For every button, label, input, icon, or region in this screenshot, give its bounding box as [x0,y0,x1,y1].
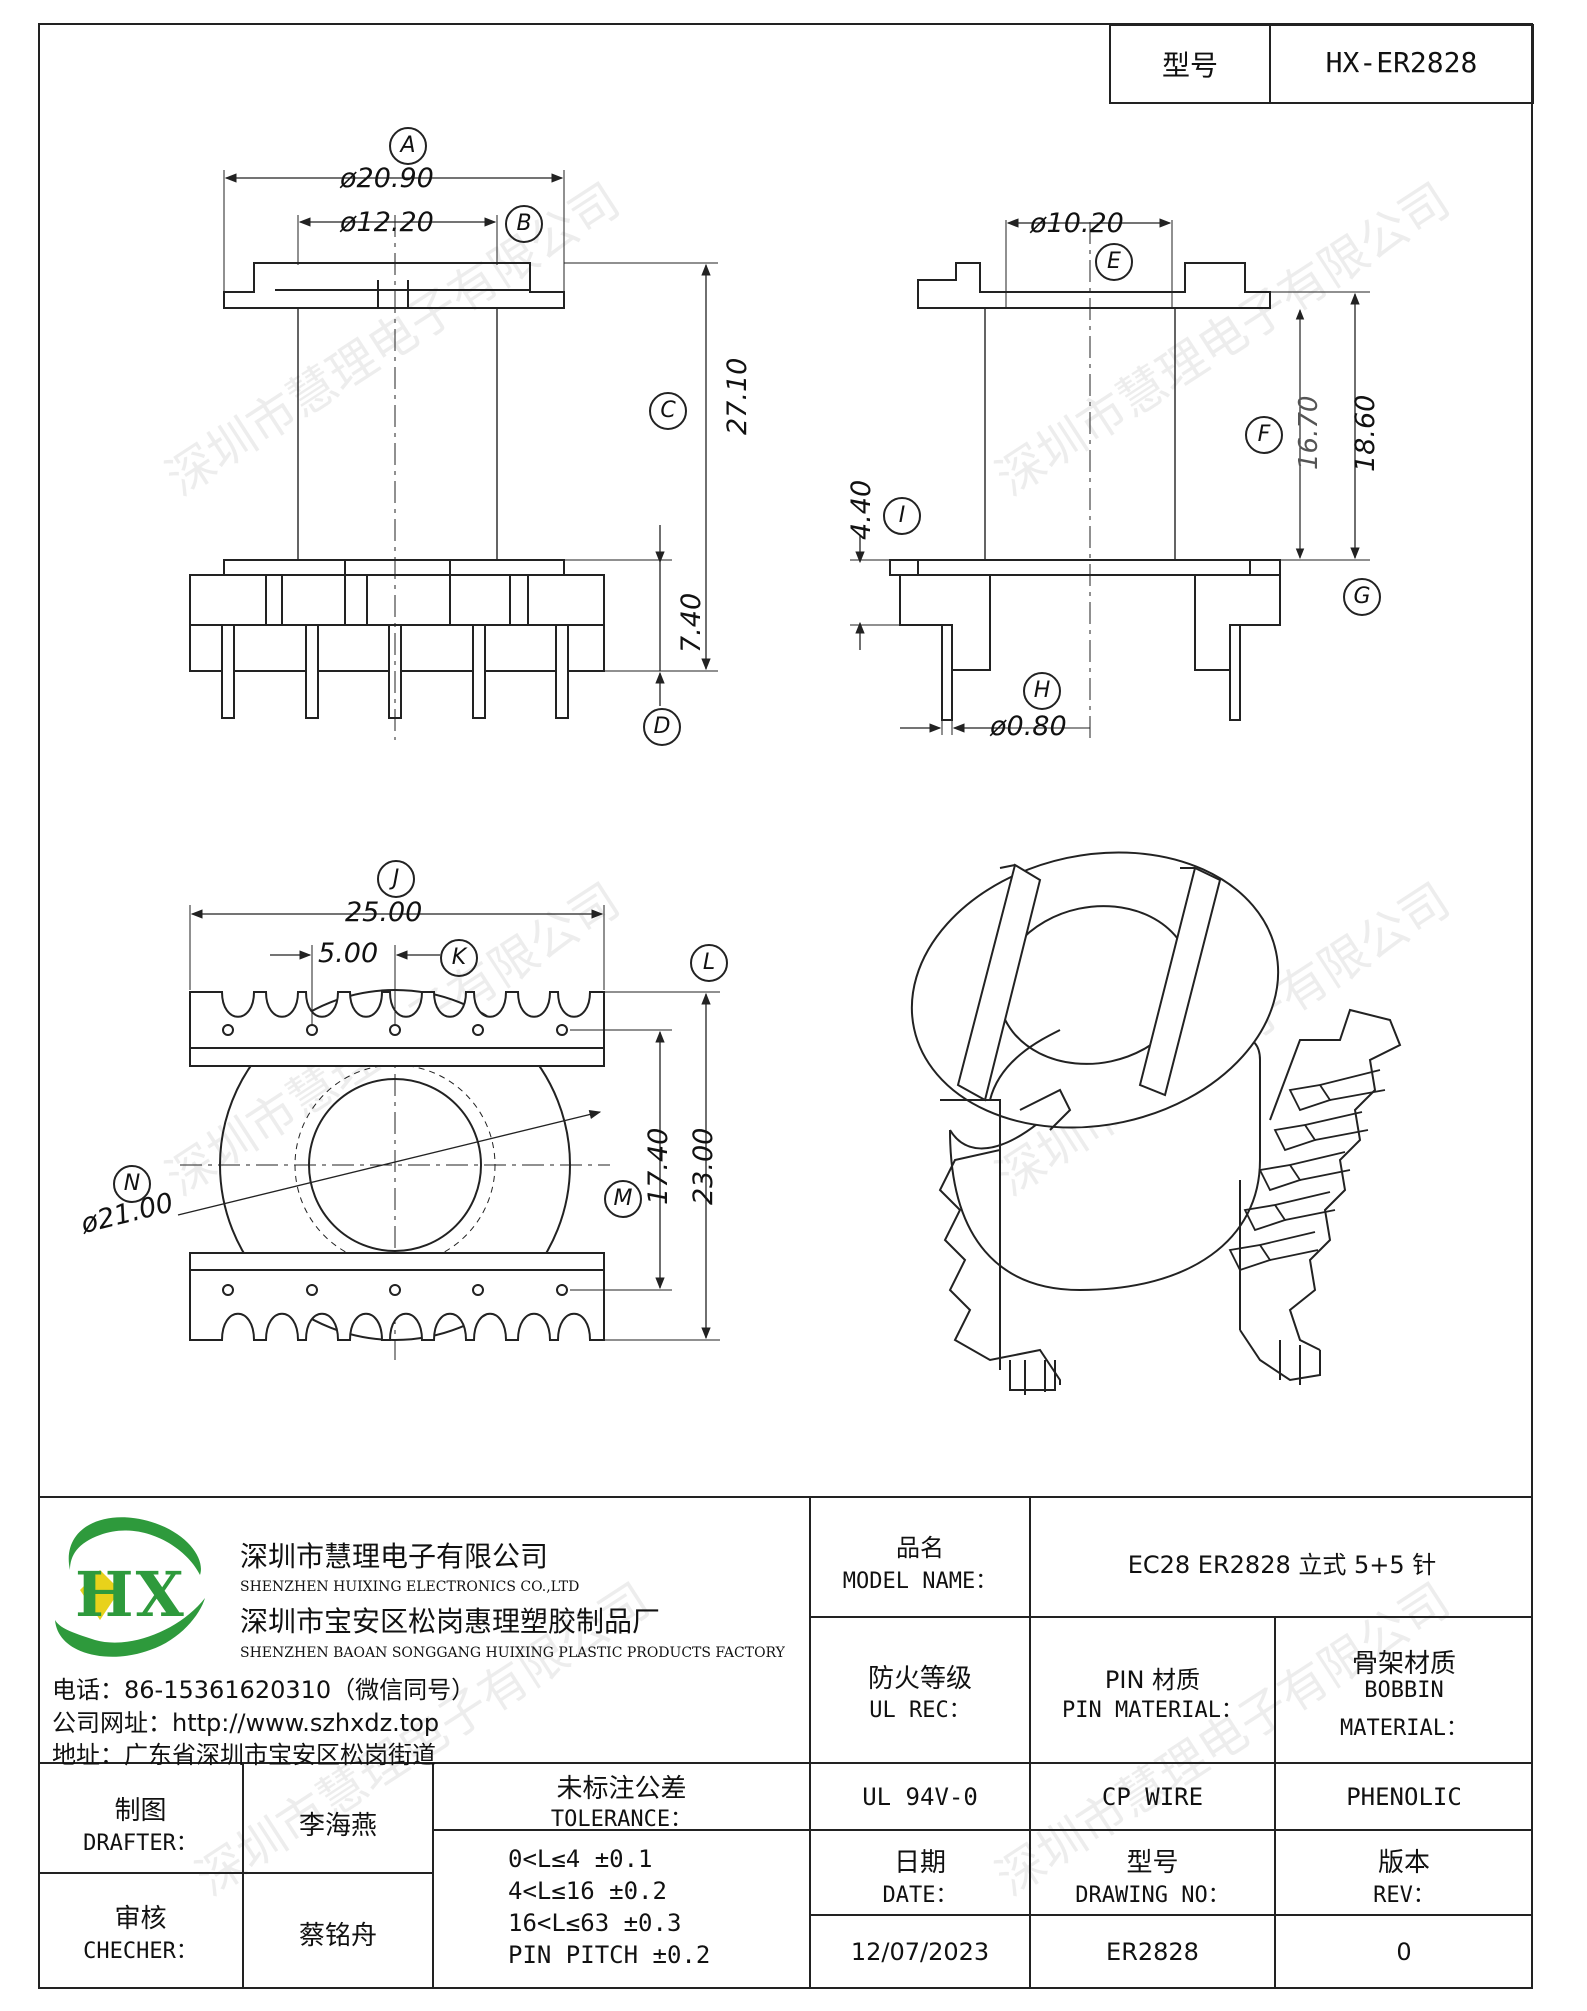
pin-value: CP WIRE [1101,1783,1204,1811]
dim-i-label: 4.40 [846,479,877,540]
bobbin-label-en-1: BOBBIN [1364,1678,1444,1703]
company-name-cn: 深圳市慧理电子有限公司 [240,1540,549,1573]
bottom-view [177,905,720,1360]
title-block-grid [38,1496,1533,1989]
factory-name-cn: 深圳市宝安区松岗惠理塑胶制品厂 [240,1605,661,1638]
company-website: 公司网址：http://www.szhxdz.top [52,1709,440,1737]
callout-b: B [505,205,543,243]
ul-label-cn: 防火等级 [867,1664,972,1694]
model-header-box [1109,24,1534,104]
pin-label-cn: PIN 材质 [1104,1666,1201,1694]
callout-a: A [389,127,427,165]
tolerance-line: PIN PITCH ±0.2 [508,1941,711,1969]
dim-j-label: 25.00 [345,897,423,928]
rev-label-cn: 版本 [1377,1848,1430,1878]
tolerance-label-en: TOLERANCE： [550,1807,693,1832]
drafter-label-en: DRAFTER： [83,1831,198,1856]
dim-e-label: ø10.20 [1030,208,1124,239]
bobbin-label-en-2: MATERIAL： [1340,1716,1468,1741]
model-name-value: EC28 ER2828 立式 5+5 针 [1127,1551,1437,1579]
callout-k: K [440,939,478,977]
callout-n: N [113,1165,151,1203]
ul-label-en: UL REC： [869,1698,971,1723]
callout-j: J [377,860,415,898]
drawing-sheet [38,23,1533,1989]
checker-label-cn: 审核 [114,1904,167,1934]
date-label-en: DATE： [882,1883,958,1908]
callout-i: I [883,497,921,535]
callout-l: L [690,944,728,982]
date-value: 12/07/2023 [850,1938,990,1966]
callout-e: E [1095,243,1133,281]
callout-m: M [604,1180,642,1218]
drawing-no-label-cn: 型号 [1126,1848,1179,1878]
checker-label-en: CHECHER： [83,1939,198,1964]
company-logo [55,1517,205,1657]
model-name-label-en: MODEL NAME： [842,1569,998,1594]
factory-name-en: SHENZHEN BAOAN SONGGANG HUIXING PLASTIC … [240,1645,785,1661]
tolerance-line: 0<L≤4 ±0.1 [508,1845,653,1873]
dim-g-label: 18.60 [1350,394,1381,472]
side-view [850,218,1370,740]
company-name-en: SHENZHEN HUIXING ELECTRONICS CO.,LTD [240,1579,580,1595]
drafter-name: 李海燕 [298,1811,377,1841]
tolerance-line: 16<L≤63 ±0.3 [508,1909,682,1937]
pin-label-en: PIN MATERIAL： [1062,1698,1243,1723]
logo-text: HX [75,1558,186,1631]
rev-label-en: REV： [1373,1883,1435,1908]
dim-f-label: 16.70 [1294,395,1324,470]
dim-h-label: ø0.80 [990,711,1067,742]
callout-f: F [1245,416,1283,454]
date-label-cn: 日期 [893,1848,946,1878]
company-address: 地址：广东省深圳市宝安区松岗街道 [52,1741,436,1769]
dim-d-label: 7.40 [676,592,707,653]
company-phone: 电话：86-15361620310（微信同号） [52,1676,476,1704]
drawing-no-label-en: DRAWING NO： [1075,1883,1230,1908]
dim-a-label: ø20.90 [340,163,434,194]
bobbin-value: PHENOLIC [1346,1783,1462,1811]
dim-c-label: 27.10 [722,357,753,435]
model-name-label-cn: 品名 [896,1534,944,1562]
model-label: 型号 [1161,49,1218,82]
dim-k-label: 5.00 [318,938,379,969]
drafter-label-cn: 制图 [114,1796,167,1826]
callout-c: C [649,392,687,430]
rev-value: 0 [1396,1938,1412,1966]
model-value: HX-ER2828 [1325,46,1478,79]
dim-b-label: ø12.20 [340,207,434,238]
checker-name: 蔡铭舟 [298,1921,377,1951]
callout-h: H [1023,672,1061,710]
tolerance-label-cn: 未标注公差 [556,1774,687,1804]
drawing-no-value: ER2828 [1106,1938,1199,1966]
ul-value: UL 94V-0 [862,1783,978,1811]
callout-g: G [1343,578,1381,616]
callout-d: D [643,708,681,746]
tolerance-line: 4<L≤16 ±0.2 [508,1877,667,1905]
dim-l-label: 23.00 [688,1127,719,1205]
front-view [189,170,718,740]
isometric-view [910,851,1402,1395]
dim-m-label: 17.40 [643,1127,674,1205]
bobbin-label-cn: 骨架材质 [1351,1649,1456,1679]
